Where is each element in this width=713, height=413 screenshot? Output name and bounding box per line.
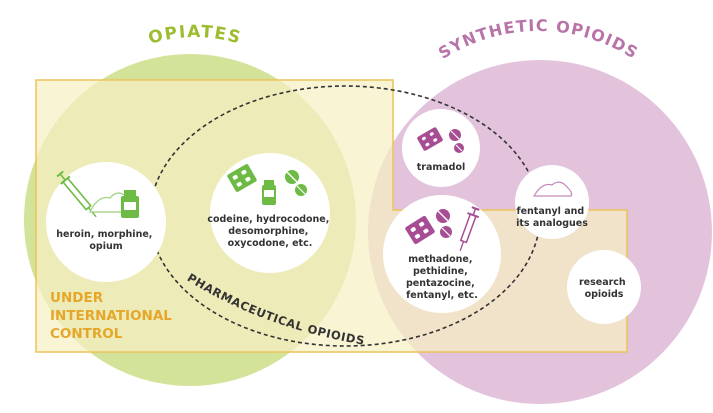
codeine-node-line3: oxycodone, etc. [228,238,313,249]
research-node-line1: research [579,277,626,288]
fentanyl-node-line2: its analogues [516,218,588,229]
fentanyl-analogues-node: fentanyl and its analogues [515,165,589,239]
blister-pack-icon [417,127,443,151]
svg-text:tramadol: tramadol [417,162,466,173]
pills-icon [449,129,464,153]
synthetic-opioids-label: SYNTHETIC OPIOIDS [435,16,642,63]
methadone-node-line1: methadone, [408,254,472,265]
powder-icon [532,181,573,197]
heroin-node-line2: opium [89,241,122,252]
blister-pack-icon [227,164,257,192]
svg-text:heroin, morphine, opium: heroin, morphine, opium [56,229,155,252]
svg-text:fentanyl and its analogu: fentanyl and its analogues [516,206,588,229]
syringe-icon [459,206,480,252]
research-opioids-node: research opioids [567,250,641,324]
methadone-node-line2: pethidine, [413,266,468,277]
codeine-node: codeine, hydrocodone, desomorphine, oxyc… [207,153,332,273]
methadone-node-line4: fentanyl, etc. [406,290,478,301]
svg-text:research opioids: research opioids [579,277,629,300]
pills-icon [285,170,307,196]
bottle-icon [262,180,276,205]
svg-text:codeine, hydrocodone, de: codeine, hydrocodone, desomorphine, oxyc… [207,214,332,249]
tramadol-node-line1: tramadol [417,162,466,173]
research-node-line2: opioids [585,289,624,300]
bottle-icon [121,190,139,218]
international-control-label: UNDER INTERNATIONAL CONTROL [50,290,177,342]
tramadol-node: tramadol [402,109,480,187]
methadone-node: methadone, pethidine, pentazocine, fenta… [383,195,501,313]
heroin-node: heroin, morphine, opium [46,162,166,282]
svg-text:methadone, pethidine,: methadone, pethidine, pentazocine, fenta… [406,254,478,301]
syringe-icon [56,170,97,218]
codeine-node-line1: codeine, hydrocodone, [207,214,329,225]
blister-pack-icon [405,215,435,245]
pills-icon [436,209,452,238]
methadone-node-line3: pentazocine, [406,278,475,289]
fentanyl-node-line1: fentanyl and [516,206,584,217]
heroin-node-line1: heroin, morphine, [56,229,152,240]
opiates-label: OPIATES [146,22,243,49]
codeine-node-line2: desomorphine, [228,226,308,237]
